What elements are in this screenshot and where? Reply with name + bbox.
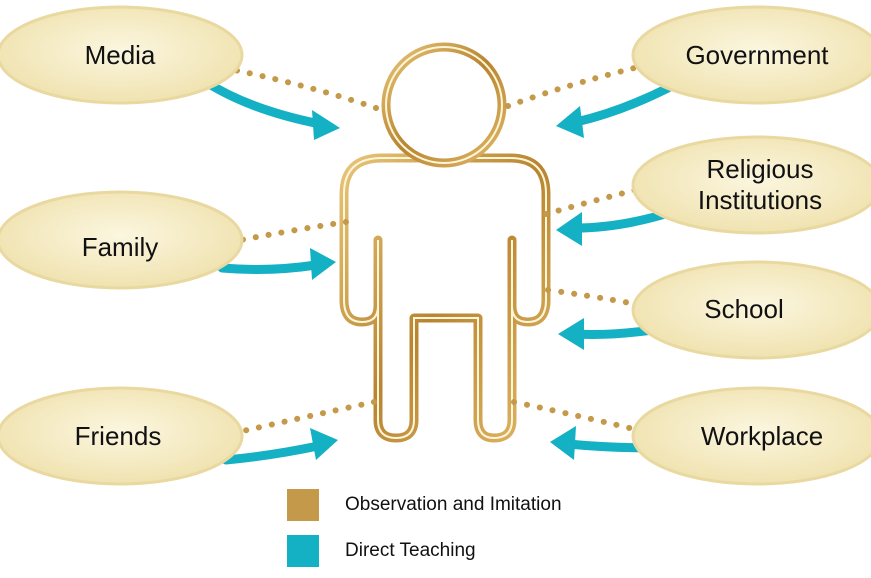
node-workplace-label: Workplace <box>701 421 823 451</box>
legend-swatch-observation <box>287 489 319 521</box>
node-religious-label-line1: Religious <box>707 154 814 184</box>
legend-swatch-teaching <box>287 535 319 567</box>
observation-line-family <box>207 219 349 249</box>
teaching-arrow-media <box>201 77 325 129</box>
node-government-label: Government <box>685 40 829 70</box>
node-friends: Friends <box>0 386 244 486</box>
node-workplace: Workplace <box>631 386 871 486</box>
legend: Observation and Imitation Direct Teachin… <box>287 488 687 578</box>
teaching-arrow-school <box>571 325 657 339</box>
teaching-arrow-government <box>571 83 673 127</box>
node-family: Family <box>0 190 244 290</box>
node-religious: Religious Institutions <box>631 135 871 235</box>
node-family-label: Family <box>82 232 159 262</box>
node-religious-label-line2: Institutions <box>698 185 822 215</box>
node-media: Media <box>0 5 244 105</box>
node-government: Government <box>631 5 871 105</box>
teaching-arrow-friends <box>221 441 323 465</box>
person-figure <box>339 42 551 443</box>
teaching-arrowheads <box>310 106 584 460</box>
node-friends-label: Friends <box>75 421 162 451</box>
legend-item-teaching: Direct Teaching <box>287 534 476 568</box>
legend-item-observation: Observation and Imitation <box>287 488 562 522</box>
legend-label-teaching: Direct Teaching <box>345 540 476 561</box>
teaching-arrow-family <box>217 260 321 274</box>
node-school-label: School <box>704 294 784 324</box>
node-media-label: Media <box>85 40 156 70</box>
legend-label-observation: Observation and Imitation <box>345 494 562 515</box>
node-school: School <box>631 260 871 360</box>
